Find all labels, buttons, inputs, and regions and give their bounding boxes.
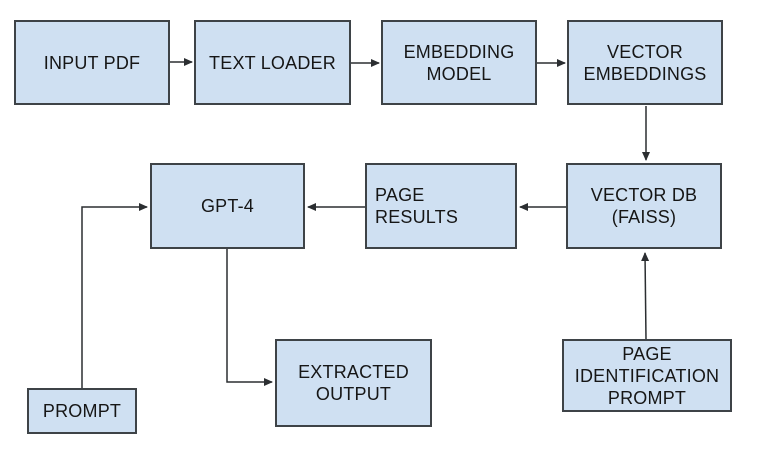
node-text-loader: TEXT LOADER [194, 20, 351, 105]
node-label: TEXT LOADER [209, 52, 336, 73]
node-label: PROMPT [42, 401, 122, 421]
node-label: EMBEDDING MODEL [403, 41, 515, 84]
node-gpt-4: GPT-4 [150, 163, 305, 249]
node-embedding-model: EMBEDDING MODEL [381, 20, 537, 105]
edge-page-identification-prompt-to-vector-db [641, 252, 650, 340]
node-extracted-output: EXTRACTED OUTPUT [275, 339, 432, 427]
node-label: VECTOR EMBEDDINGS [583, 41, 707, 84]
node-input-pdf: INPUT PDF [14, 20, 170, 105]
node-label: PAGE RESULTS [375, 185, 459, 227]
node-label: VECTOR DB (FAISS) [590, 185, 698, 227]
node-label: EXTRACTED OUTPUT [298, 362, 409, 404]
node-prompt: PROMPT [27, 388, 137, 434]
node-label: GPT-4 [200, 196, 254, 216]
node-page-identification-prompt: PAGE IDENTIFICATION PROMPT [562, 339, 732, 412]
node-vector-db: VECTOR DB (FAISS) [566, 163, 722, 249]
edge-gpt-4-to-extracted-output [226, 249, 273, 386]
node-page-results: PAGE RESULTS [365, 163, 517, 249]
node-label: INPUT PDF [43, 52, 141, 73]
node-label: PAGE IDENTIFICATION PROMPT [574, 343, 720, 408]
node-vector-embeddings: VECTOR EMBEDDINGS [567, 20, 723, 105]
edge-prompt-to-gpt-4 [81, 203, 148, 388]
